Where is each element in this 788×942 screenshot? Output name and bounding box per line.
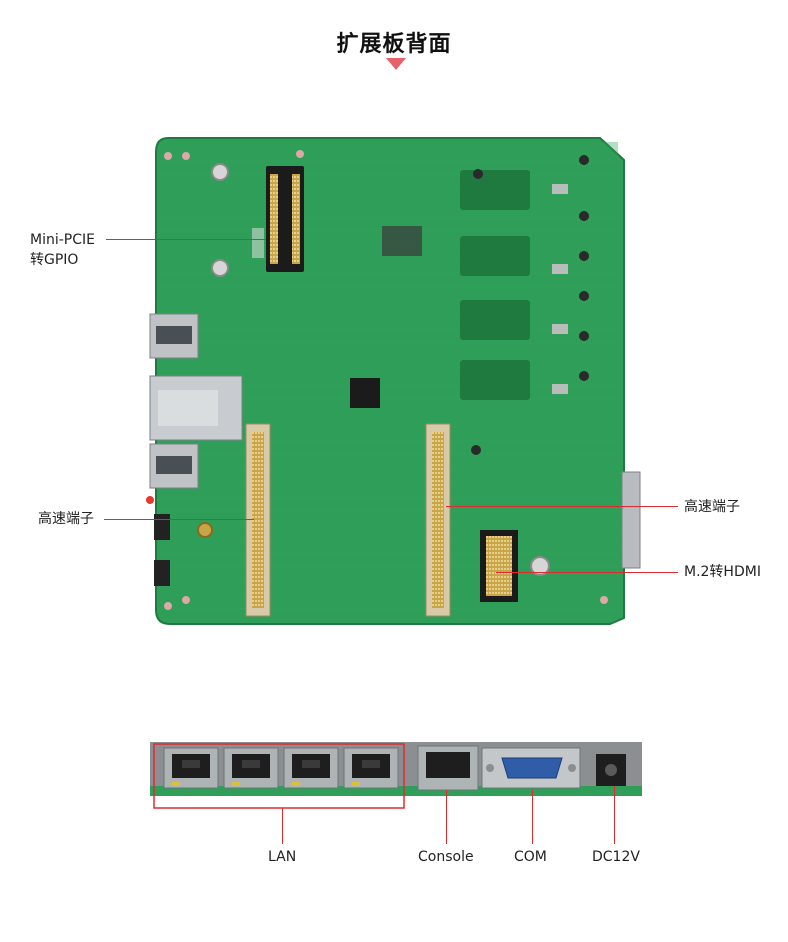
leader-highspeed-left (104, 519, 254, 520)
label-mini-pcie-line1: Mini-PCIE (30, 232, 95, 248)
leader-m2-hdmi (496, 572, 678, 573)
leader-console (446, 790, 447, 844)
leader-mini-pcie (106, 239, 266, 240)
label-dc12v: DC12V (592, 849, 640, 865)
page-title: 扩展板背面 (336, 32, 452, 57)
down-triangle-icon (386, 58, 406, 70)
label-lan: LAN (268, 849, 297, 865)
label-mini-pcie: Mini-PCIE 转GPIO (30, 230, 95, 270)
leader-highspeed-right (446, 506, 678, 507)
label-mini-pcie-line2: 转GPIO (30, 252, 79, 268)
label-highspeed-left: 高速端子 (38, 511, 94, 527)
label-highspeed-right: 高速端子 (684, 499, 740, 515)
label-com: COM (514, 849, 547, 865)
leader-lan (282, 808, 283, 844)
label-m2-hdmi: M.2转HDMI (684, 564, 761, 580)
label-console: Console (418, 849, 474, 865)
leader-dc12v (614, 786, 615, 844)
leader-com (532, 790, 533, 844)
